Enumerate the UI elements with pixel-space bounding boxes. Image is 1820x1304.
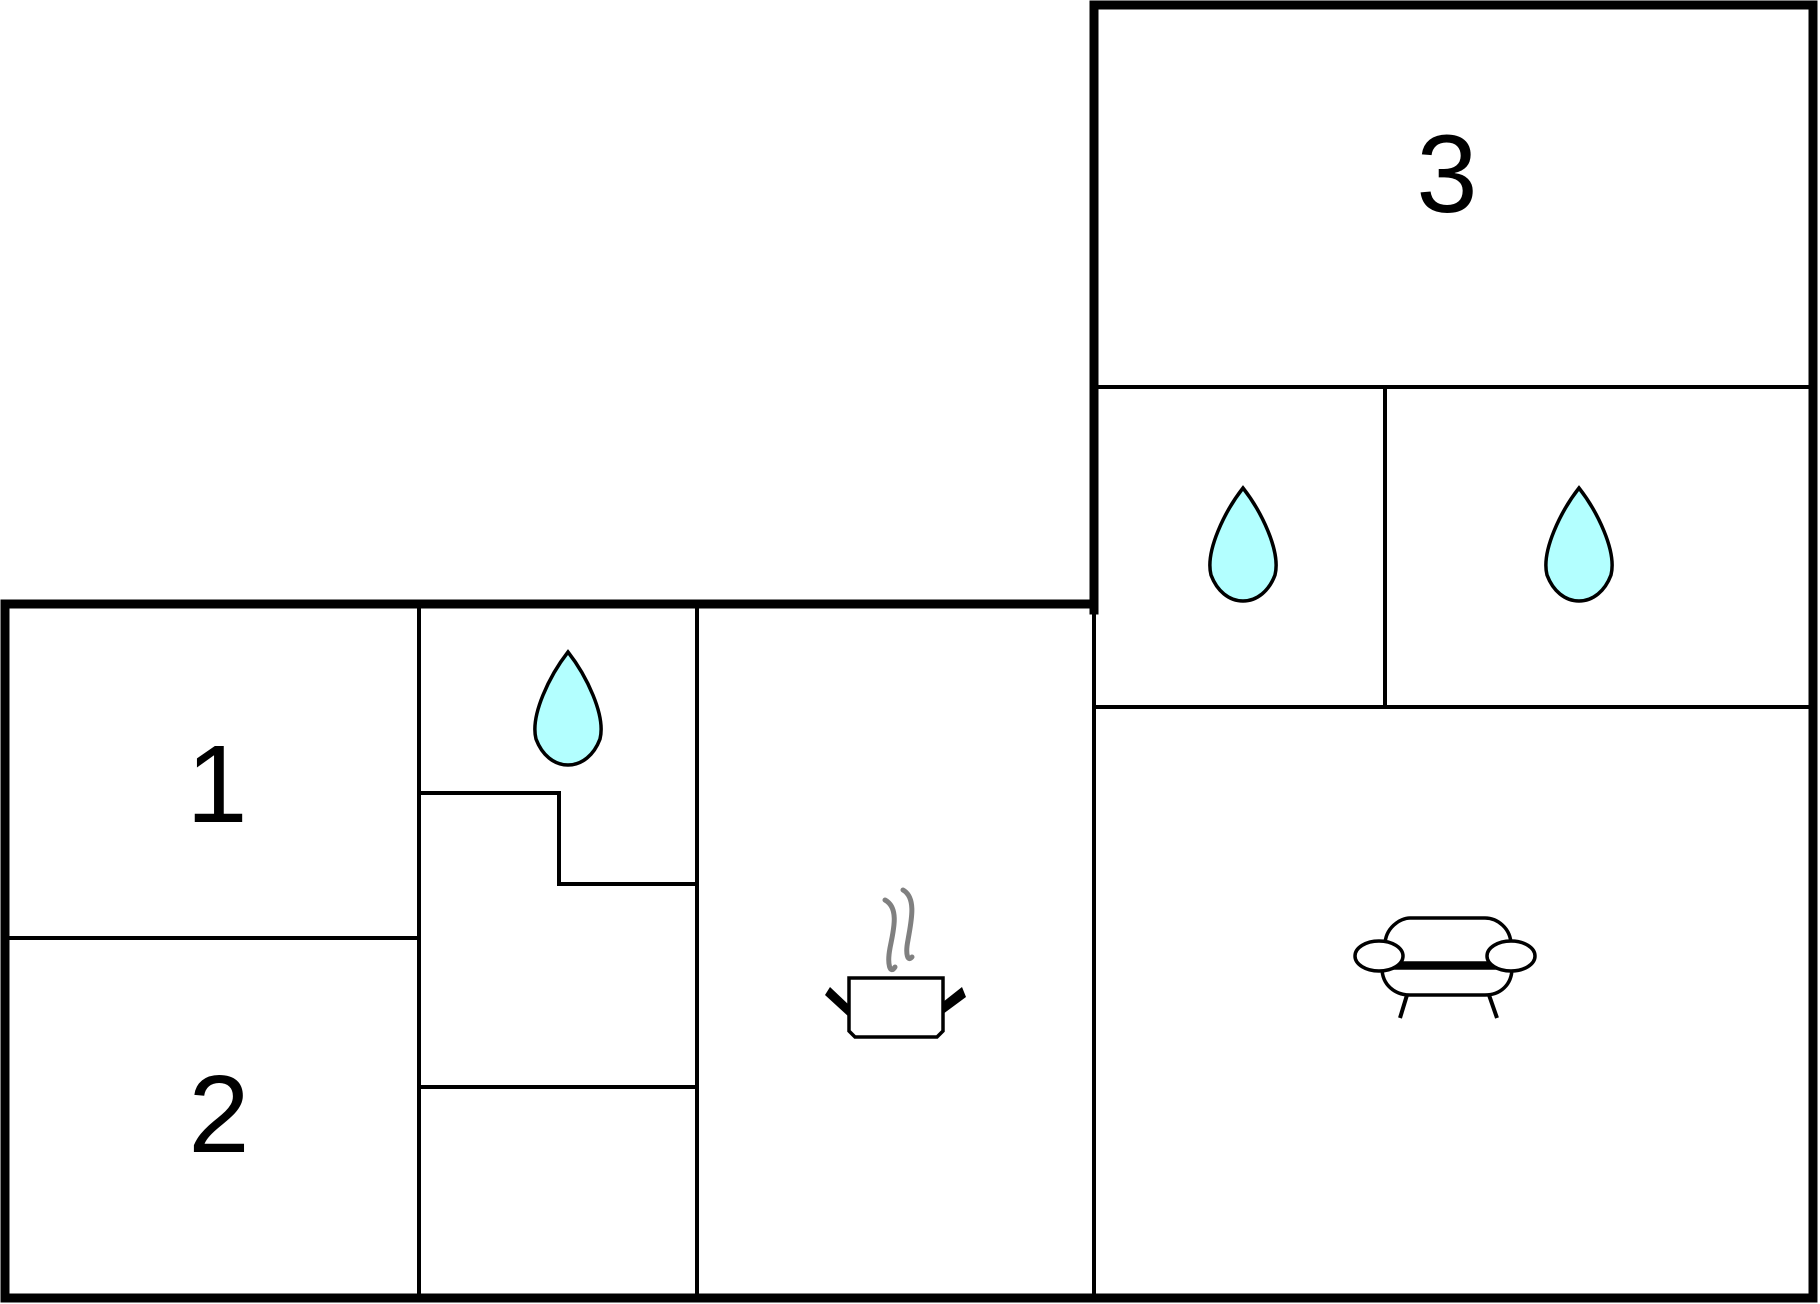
- wall-bath-step: [419, 791, 697, 886]
- water-drop-icon: [533, 650, 603, 767]
- room-label-2: 2: [188, 1053, 249, 1176]
- room-label-3: 3: [1416, 113, 1477, 236]
- sofa-armrest-left: [1353, 939, 1405, 973]
- water-drop-icon-shape: [1208, 486, 1278, 603]
- sofa-leg-left: [1398, 994, 1409, 1019]
- sofa-armrest-right: [1485, 939, 1537, 973]
- sofa-seat: [1380, 966, 1514, 997]
- pot-handle-right: [943, 987, 966, 1014]
- steam-left: [882, 897, 898, 973]
- interior-walls: [5, 385, 1813, 1298]
- pot-handle-left: [825, 987, 849, 1017]
- water-drop-icon-shape: [1544, 486, 1614, 603]
- room-labels: 1 2 3: [186, 113, 1477, 1176]
- steam-right: [900, 887, 915, 962]
- water-drop-icon: [1544, 486, 1614, 603]
- water-drop-icon: [1208, 486, 1278, 603]
- sofa-leg-right: [1487, 994, 1499, 1019]
- water-drop-icon-shape: [533, 650, 603, 767]
- cooking-pot-icon: [825, 887, 966, 1039]
- pot-body: [847, 976, 945, 1039]
- room-label-1: 1: [186, 723, 247, 846]
- sofa-icon: [1353, 916, 1537, 1019]
